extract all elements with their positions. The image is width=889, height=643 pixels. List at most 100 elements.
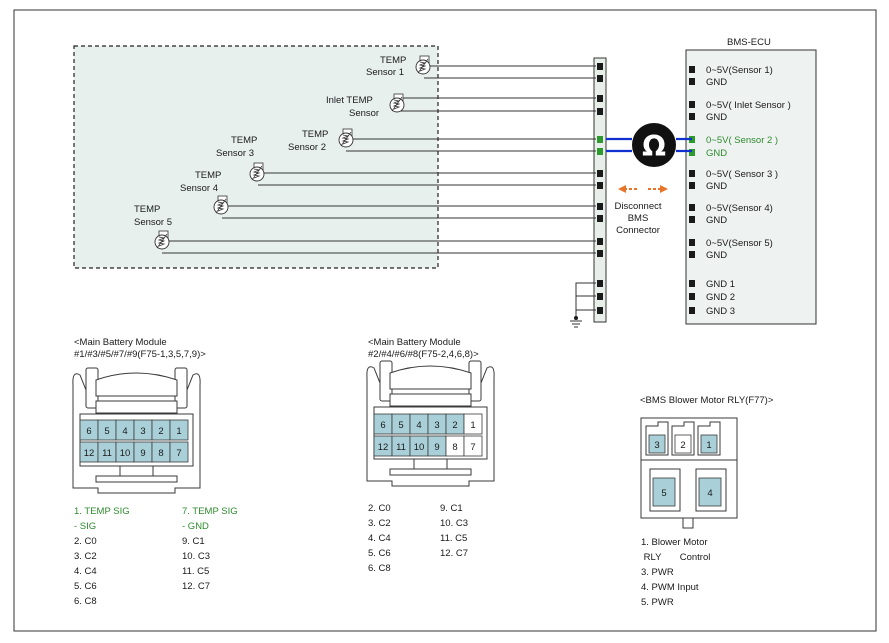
sensor-2-label-line2: Sensor 2 bbox=[288, 142, 326, 153]
pin-number: 9 bbox=[140, 448, 145, 459]
legend-item: 10. C3 bbox=[182, 551, 210, 562]
legend-item: - SIG bbox=[74, 521, 96, 532]
relay-pin-5: 5 bbox=[661, 488, 666, 499]
pin-number: 8 bbox=[158, 448, 163, 459]
pin-number: 12 bbox=[84, 448, 95, 459]
sensor-1-label-line2: Sensor 1 bbox=[366, 67, 404, 78]
ecu-pin bbox=[689, 149, 695, 156]
legend-item: 6. C8 bbox=[74, 596, 97, 607]
ecu-pin-label: 0~5V(Sensor 5) bbox=[706, 238, 773, 249]
pin-number: 10 bbox=[120, 448, 131, 459]
ecu-pin bbox=[689, 113, 695, 120]
pin-number: 1 bbox=[470, 420, 475, 431]
module-even-legend: 2. C0 3. C2 4. C4 5. C6 6. C8 9. C1 10. … bbox=[368, 503, 468, 574]
ecu-pin-label: 0~5V( Inlet Sensor ) bbox=[706, 100, 791, 111]
sensor-labels: TEMP Sensor 1 Inlet TEMP Sensor TEMP Sen… bbox=[134, 55, 406, 228]
legend-item: 3. C2 bbox=[74, 551, 97, 562]
ecu-pin-label: 0~5V(Sensor 1) bbox=[706, 65, 773, 76]
legend-item: 9. C1 bbox=[182, 536, 205, 547]
legend-item: 5. PWR bbox=[641, 597, 674, 608]
pin-number: 4 bbox=[416, 420, 421, 431]
ecu-pin bbox=[689, 78, 695, 85]
pin-number: 11 bbox=[102, 448, 112, 459]
thermistor-icon bbox=[213, 195, 229, 215]
ohmmeter-icon bbox=[632, 123, 676, 167]
pin-number: 5 bbox=[104, 426, 109, 437]
disconnect-label-line2: BMS bbox=[628, 213, 649, 224]
relay-pin-1: 1 bbox=[706, 440, 711, 451]
relay-pin-2: 2 bbox=[680, 440, 685, 451]
pin-number: 3 bbox=[140, 426, 145, 437]
ecu-pin-label: GND bbox=[706, 215, 727, 226]
ecu-pin-label: GND bbox=[706, 148, 727, 159]
connector-pin bbox=[597, 95, 603, 102]
inlet-sensor-label-line1: Inlet TEMP bbox=[326, 95, 373, 106]
legend-item: 12. C7 bbox=[182, 581, 210, 592]
legend-item: 1. Blower Motor bbox=[641, 537, 708, 548]
ecu-pin bbox=[689, 66, 695, 73]
pin-number: 11 bbox=[396, 442, 406, 453]
relay-legend: 1. Blower Motor RLY Control 3. PWR 4. PW… bbox=[641, 537, 710, 608]
pin-number: 3 bbox=[434, 420, 439, 431]
sensor-5-label-line1: TEMP bbox=[134, 204, 160, 215]
pin-cell bbox=[463, 413, 483, 435]
sensor-4-label-line2: Sensor 4 bbox=[180, 183, 218, 194]
ecu-pin-label: GND bbox=[706, 77, 727, 88]
pin-number: 12 bbox=[378, 442, 389, 453]
connector-pin bbox=[597, 280, 603, 287]
pin-number: 1 bbox=[176, 426, 181, 437]
pin-cell bbox=[169, 419, 189, 441]
ecu-pin bbox=[689, 307, 695, 314]
connector-pins bbox=[597, 63, 603, 314]
module-odd-title-line2: #1/#3/#5/#7/#9(F75-1,3,5,7,9)> bbox=[74, 349, 206, 360]
sensor-1-label-line1: TEMP bbox=[380, 55, 406, 66]
legend-item: 5. C6 bbox=[368, 548, 391, 559]
connector-pin bbox=[597, 136, 603, 143]
ecu-pin bbox=[689, 239, 695, 246]
disconnect-label-line3: Connector bbox=[616, 225, 660, 236]
ecu-pin bbox=[689, 204, 695, 211]
sensor-3-label-line1: TEMP bbox=[231, 135, 257, 146]
pin-number: 4 bbox=[122, 426, 127, 437]
connector-pin bbox=[597, 238, 603, 245]
connector-pin bbox=[597, 108, 603, 115]
pin-number: 7 bbox=[176, 448, 181, 459]
ecu-pin-label: GND 3 bbox=[706, 306, 735, 317]
connector-pin bbox=[597, 307, 603, 314]
pin-number: 8 bbox=[452, 442, 457, 453]
relay-pin-4: 4 bbox=[707, 488, 712, 499]
legend-item: 11. C5 bbox=[182, 566, 209, 577]
sensor-2-label-line1: TEMP bbox=[302, 129, 328, 140]
pin-number: 5 bbox=[398, 420, 403, 431]
ecu-pin bbox=[689, 280, 695, 287]
legend-item: - GND bbox=[182, 521, 209, 532]
ecu-title: BMS-ECU bbox=[727, 37, 771, 48]
legend-item: 1. TEMP SIG bbox=[74, 506, 130, 517]
pin-number: 2 bbox=[452, 420, 457, 431]
module-odd-legend: 1. TEMP SIG - SIG 2. C0 3. C2 4. C4 5. C… bbox=[74, 506, 238, 607]
module-even-title-line2: #2/#4/#6/#8(F75-2,4,6,8)> bbox=[368, 349, 479, 360]
sensor-module-box bbox=[73, 45, 439, 269]
pin-number: 9 bbox=[434, 442, 439, 453]
ecu-pin-labels: 0~5V(Sensor 1) GND 0~5V( Inlet Sensor ) … bbox=[706, 65, 791, 317]
pin-number: 6 bbox=[86, 426, 91, 437]
ecu-pin-label: 0~5V( Sensor 3 ) bbox=[706, 169, 778, 180]
relay-connector bbox=[640, 417, 738, 529]
pin-cell bbox=[463, 435, 483, 457]
legend-item: 9. C1 bbox=[440, 503, 463, 514]
legend-item: 2. C0 bbox=[74, 536, 97, 547]
thermistor-icon bbox=[415, 55, 431, 75]
ecu-pin-label: GND 1 bbox=[706, 279, 735, 290]
legend-item: 4. C4 bbox=[368, 533, 391, 544]
sensor-3-label-line2: Sensor 3 bbox=[216, 148, 254, 159]
sensor-wires bbox=[162, 65, 596, 328]
legend-item: 4. PWM Input bbox=[641, 582, 699, 593]
sensor-symbols bbox=[154, 55, 431, 250]
pin-cell bbox=[169, 441, 189, 463]
module-odd-title-line1: <Main Battery Module bbox=[74, 337, 167, 348]
disconnect-arrows-icon bbox=[618, 185, 668, 193]
thermistor-icon bbox=[389, 93, 405, 113]
legend-item: 6. C8 bbox=[368, 563, 391, 574]
connector-pin bbox=[597, 63, 603, 70]
